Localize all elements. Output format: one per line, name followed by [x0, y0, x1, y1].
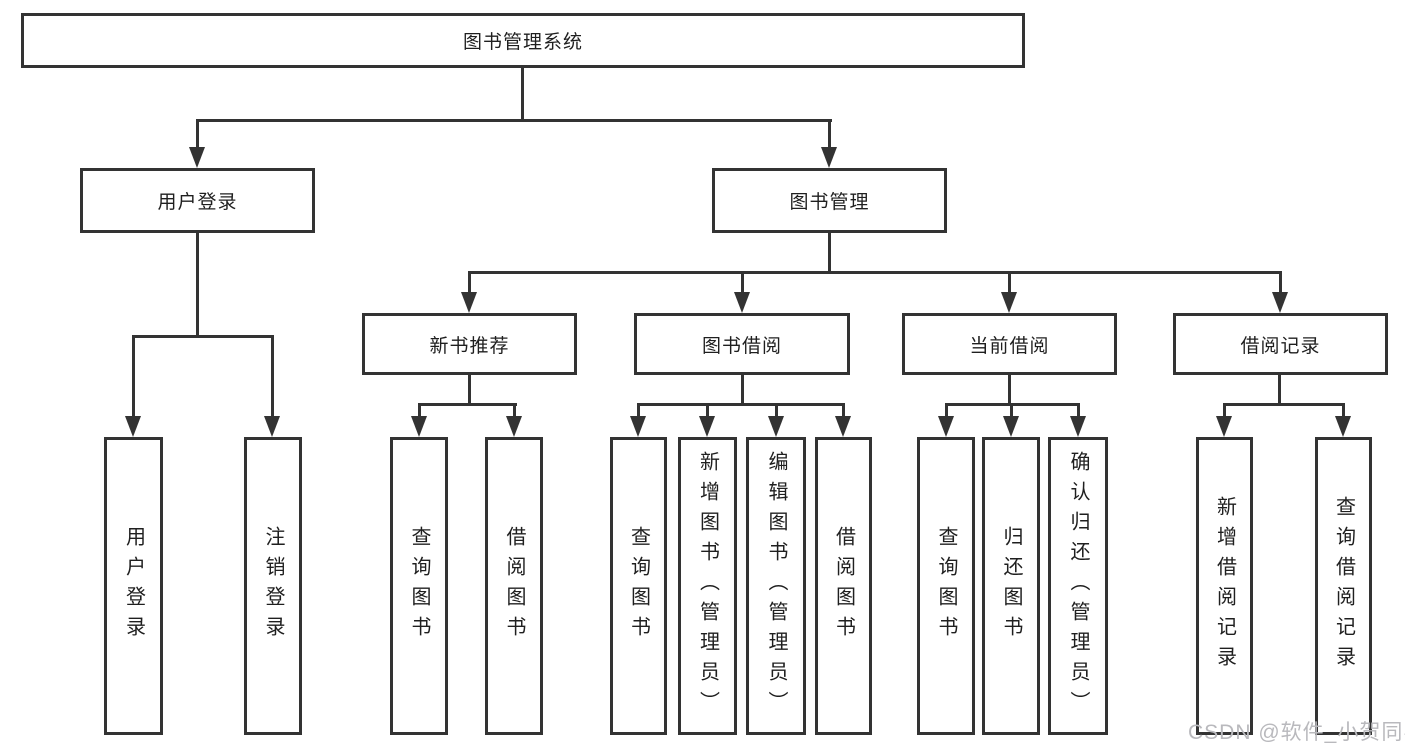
- node-book-borrow: 图书借阅: [634, 313, 850, 375]
- arrow-down-icon: [1216, 416, 1232, 437]
- node-new-book-recommend: 新书推荐: [362, 313, 577, 375]
- leaf-edit-books-admin: 编辑图书（管理员）: [746, 437, 806, 735]
- node-label: 图书借阅: [701, 335, 782, 357]
- leaf-borrow-books: 借阅图书: [485, 437, 543, 735]
- connector-line: [1223, 403, 1345, 406]
- connector-line: [842, 403, 845, 419]
- arrow-down-icon: [734, 292, 750, 313]
- arrow-down-icon: [835, 416, 851, 437]
- leaf-label: 查询借阅记录: [1332, 496, 1355, 676]
- connector-line: [513, 403, 516, 419]
- leaf-add-books-admin: 新增图书（管理员）: [678, 437, 737, 735]
- arrow-down-icon: [461, 292, 477, 313]
- node-borrow-records: 借阅记录: [1173, 313, 1388, 375]
- connector-line: [271, 335, 274, 419]
- node-current-borrow: 当前借阅: [902, 313, 1117, 375]
- connector-line: [196, 119, 199, 151]
- leaf-query-books: 查询图书: [390, 437, 448, 735]
- arrow-down-icon: [768, 416, 784, 437]
- leaf-label: 编辑图书（管理员）: [765, 451, 787, 721]
- connector-line: [468, 271, 1281, 274]
- connector-line: [828, 119, 831, 151]
- connector-line: [1010, 403, 1013, 419]
- leaf-label: 用户登录: [122, 526, 145, 646]
- leaf-label: 借阅图书: [832, 526, 855, 646]
- connector-line: [706, 403, 709, 419]
- leaf-label: 新增图书（管理员）: [696, 451, 719, 721]
- node-root: 图书管理系统: [21, 13, 1025, 68]
- leaf-query-books: 查询图书: [610, 437, 667, 735]
- connector-line: [132, 335, 274, 338]
- arrow-down-icon: [411, 416, 427, 437]
- arrow-down-icon: [125, 416, 141, 437]
- connector-line: [1342, 403, 1345, 419]
- arrow-down-icon: [506, 416, 522, 437]
- connector-line: [945, 403, 948, 419]
- connector-line: [468, 271, 471, 294]
- leaf-label: 确认归还（管理员）: [1067, 451, 1089, 721]
- connector-line: [468, 375, 471, 406]
- node-label: 借阅记录: [1240, 335, 1321, 357]
- arrow-down-icon: [1003, 416, 1019, 437]
- node-book-management: 图书管理: [712, 168, 947, 233]
- arrow-down-icon: [699, 416, 715, 437]
- connector-line: [196, 119, 832, 122]
- connector-line: [637, 403, 640, 419]
- arrow-down-icon: [630, 416, 646, 437]
- node-user-login: 用户登录: [80, 168, 315, 233]
- csdn-watermark: CSDN @软件_小贺同学: [1188, 721, 1405, 744]
- connector-line: [828, 233, 831, 274]
- leaf-user-login: 用户登录: [104, 437, 163, 735]
- connector-line: [775, 403, 778, 419]
- node-label: 图书管理: [789, 192, 870, 213]
- leaf-label: 查询图书: [627, 526, 650, 646]
- leaf-return-books: 归还图书: [982, 437, 1040, 735]
- arrow-down-icon: [821, 147, 837, 168]
- leaf-add-borrow-record: 新增借阅记录: [1196, 437, 1253, 735]
- connector-line: [1008, 375, 1011, 406]
- leaf-label: 注销登录: [262, 526, 284, 646]
- leaf-borrow-books: 借阅图书: [815, 437, 872, 735]
- connector-line: [418, 403, 421, 419]
- connector-line: [418, 403, 517, 406]
- connector-line: [1077, 403, 1080, 419]
- leaf-label: 借阅图书: [503, 526, 525, 646]
- leaf-query-books: 查询图书: [917, 437, 975, 735]
- node-label: 用户登录: [157, 192, 238, 213]
- arrow-down-icon: [264, 416, 280, 437]
- arrow-down-icon: [1070, 416, 1086, 437]
- connector-line: [196, 233, 199, 338]
- leaf-label: 归还图书: [1000, 526, 1022, 646]
- leaf-query-borrow-record: 查询借阅记录: [1315, 437, 1372, 735]
- connector-line: [637, 403, 845, 406]
- connector-line: [1008, 271, 1011, 294]
- connector-line: [132, 335, 135, 419]
- leaf-label: 查询图书: [408, 526, 430, 646]
- connector-line: [741, 271, 744, 294]
- leaf-label: 新增借阅记录: [1213, 496, 1236, 676]
- connector-line: [1223, 403, 1226, 419]
- arrow-down-icon: [938, 416, 954, 437]
- connector-line: [1279, 271, 1282, 294]
- node-label: 当前借阅: [969, 335, 1050, 357]
- leaf-confirm-return-admin: 确认归还（管理员）: [1048, 437, 1108, 735]
- arrow-down-icon: [1335, 416, 1351, 437]
- node-label: 新书推荐: [429, 335, 510, 357]
- arrow-down-icon: [1272, 292, 1288, 313]
- connector-line: [1278, 375, 1281, 406]
- leaf-logout: 注销登录: [244, 437, 302, 735]
- connector-line: [521, 68, 524, 122]
- node-root-label: 图书管理系统: [462, 32, 583, 53]
- arrow-down-icon: [1001, 292, 1017, 313]
- connector-line: [741, 375, 744, 406]
- leaf-label: 查询图书: [935, 526, 957, 646]
- arrow-down-icon: [189, 147, 205, 168]
